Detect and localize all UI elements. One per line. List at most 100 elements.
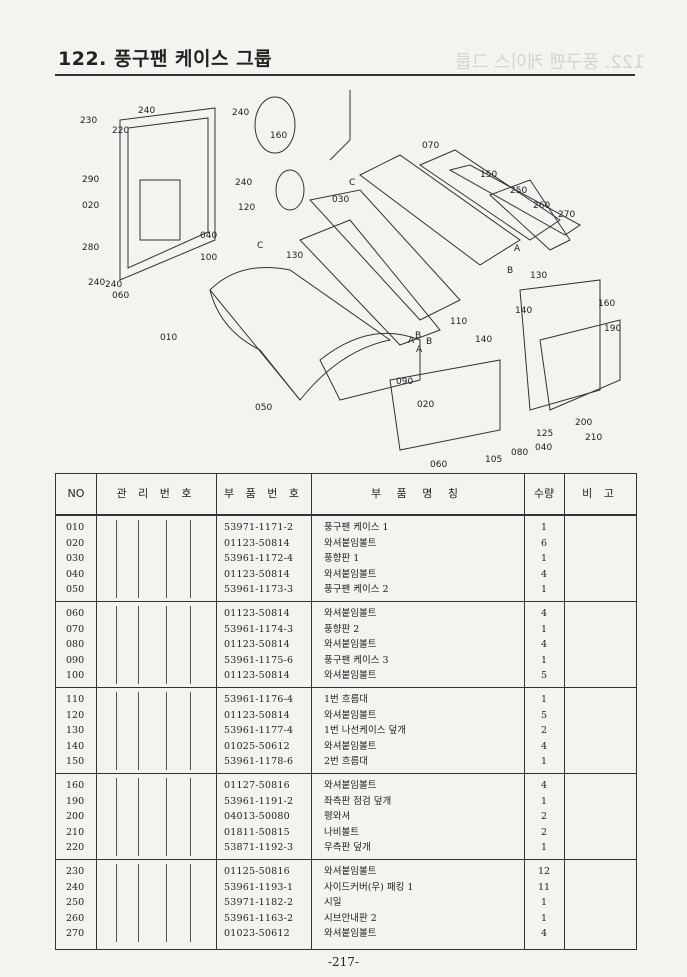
mgmt-subcolumn <box>166 520 167 598</box>
row-no: 090 <box>66 654 85 666</box>
row-quantity: 6 <box>540 537 548 549</box>
row-quantity: 1 <box>540 623 548 635</box>
callout-label: 030 <box>332 195 349 205</box>
row-part-name: 와셔붙임볼트 <box>324 537 377 549</box>
row-quantity: 1 <box>540 756 548 767</box>
callout-label: 160 <box>598 299 615 309</box>
row-part-name: 풍구팬 케이스 2 <box>324 584 389 595</box>
callout-label: 080 <box>511 448 528 458</box>
row-quantity: 1 <box>540 842 548 853</box>
row-part-name: 1번 흐름대 <box>324 694 369 705</box>
row-quantity: 2 <box>540 725 548 736</box>
mgmt-subcolumn <box>116 778 117 856</box>
row-no: 120 <box>66 709 85 721</box>
callout-label: 020 <box>417 400 434 410</box>
callout-label: 230 <box>80 116 97 126</box>
row-no: 250 <box>66 897 85 908</box>
callout-label: 240 <box>88 278 105 288</box>
col-divider <box>96 474 97 949</box>
row-part-name: 와셔붙임볼트 <box>324 928 377 939</box>
callout-label: 240 <box>105 280 122 290</box>
mgmt-subcolumn <box>138 864 139 942</box>
row-no: 010 <box>66 522 85 533</box>
row-no: 200 <box>66 811 85 822</box>
row-part-number: 01125-50816 <box>224 866 290 877</box>
mgmt-subcolumn <box>138 778 139 856</box>
row-quantity: 5 <box>540 670 548 681</box>
row-part-name: 나비볼트 <box>324 826 359 838</box>
row-part-number: 53971-1182-2 <box>224 897 294 908</box>
row-no: 020 <box>66 537 85 549</box>
mgmt-subcolumn <box>138 692 139 770</box>
row-no: 150 <box>66 756 85 767</box>
row-part-number: 01123-50814 <box>224 639 290 650</box>
row-part-number: 01127-50816 <box>224 780 290 791</box>
row-no: 160 <box>66 780 85 791</box>
mgmt-subcolumn <box>138 520 139 598</box>
reference-marker: B <box>415 331 421 341</box>
row-quantity: 4 <box>540 639 548 650</box>
page-number: -217- <box>327 955 359 969</box>
row-part-name: 사이드커버(우) 패킹 1 <box>324 881 414 893</box>
row-no: 070 <box>66 623 85 635</box>
row-quantity: 4 <box>540 740 548 752</box>
group-separator <box>56 687 636 688</box>
row-part-number: 01123-50814 <box>224 709 290 721</box>
reference-marker: A <box>408 336 415 346</box>
row-no: 100 <box>66 670 85 681</box>
row-quantity: 1 <box>540 553 548 564</box>
group-separator <box>56 773 636 774</box>
row-quantity: 1 <box>540 795 548 807</box>
mgmt-subcolumn <box>190 520 191 598</box>
reference-marker: B <box>426 337 432 347</box>
row-quantity: 1 <box>540 522 548 533</box>
reference-marker: A <box>514 244 521 254</box>
row-quantity: 4 <box>540 608 548 619</box>
row-no: 190 <box>66 795 85 807</box>
mgmt-subcolumn <box>166 864 167 942</box>
row-part-name: 평와셔 <box>324 811 351 822</box>
row-part-number: 01123-50814 <box>224 608 290 619</box>
callout-label: 270 <box>558 210 575 220</box>
callout-label: 040 <box>535 443 552 453</box>
row-quantity: 2 <box>540 811 548 822</box>
row-part-number: 53971-1171-2 <box>224 522 294 533</box>
row-part-number: 53961-1175-6 <box>224 654 294 666</box>
row-part-number: 53961-1163-2 <box>224 912 294 924</box>
title-rule <box>55 74 635 76</box>
reference-marker: C <box>349 178 355 188</box>
callout-label: 140 <box>515 306 532 316</box>
callout-label: 070 <box>422 141 439 151</box>
row-quantity: 4 <box>540 568 548 580</box>
callout-label: 010 <box>160 333 177 343</box>
row-part-number: 01025-50612 <box>224 740 290 752</box>
row-quantity: 1 <box>540 912 548 924</box>
row-part-number: 53961-1191-2 <box>224 795 294 807</box>
row-quantity: 1 <box>540 584 548 595</box>
col-divider <box>216 474 217 949</box>
callout-label: 060 <box>430 460 447 470</box>
row-no: 050 <box>66 584 85 595</box>
callout-label: 160 <box>270 131 287 141</box>
callout-label: 150 <box>480 170 497 180</box>
row-part-name: 풍향판 1 <box>324 553 360 564</box>
row-part-name: 풍구팬 케이스 1 <box>324 522 389 533</box>
row-quantity: 12 <box>537 866 551 877</box>
ghost-title: 122. 풍구팬 케이스 그룹 <box>455 52 645 73</box>
row-quantity: 2 <box>540 826 548 838</box>
mgmt-subcolumn <box>116 692 117 770</box>
callout-label: 090 <box>396 377 413 387</box>
table-header: NO 관 리 번 호 부 품 번 호 부 품 명 칭 수량 비 고 <box>56 474 636 516</box>
reference-marker: B <box>507 266 513 276</box>
row-part-name: 와셔붙임볼트 <box>324 670 377 681</box>
callout-label: 120 <box>238 203 255 213</box>
row-part-name: 시일 <box>324 897 342 908</box>
row-no: 130 <box>66 725 85 736</box>
row-quantity: 4 <box>540 928 548 939</box>
row-part-number: 01123-50814 <box>224 537 290 549</box>
row-part-number: 53961-1193-1 <box>224 881 294 893</box>
mgmt-subcolumn <box>190 778 191 856</box>
callout-label: 240 <box>235 178 252 188</box>
row-part-number: 01123-50814 <box>224 568 290 580</box>
